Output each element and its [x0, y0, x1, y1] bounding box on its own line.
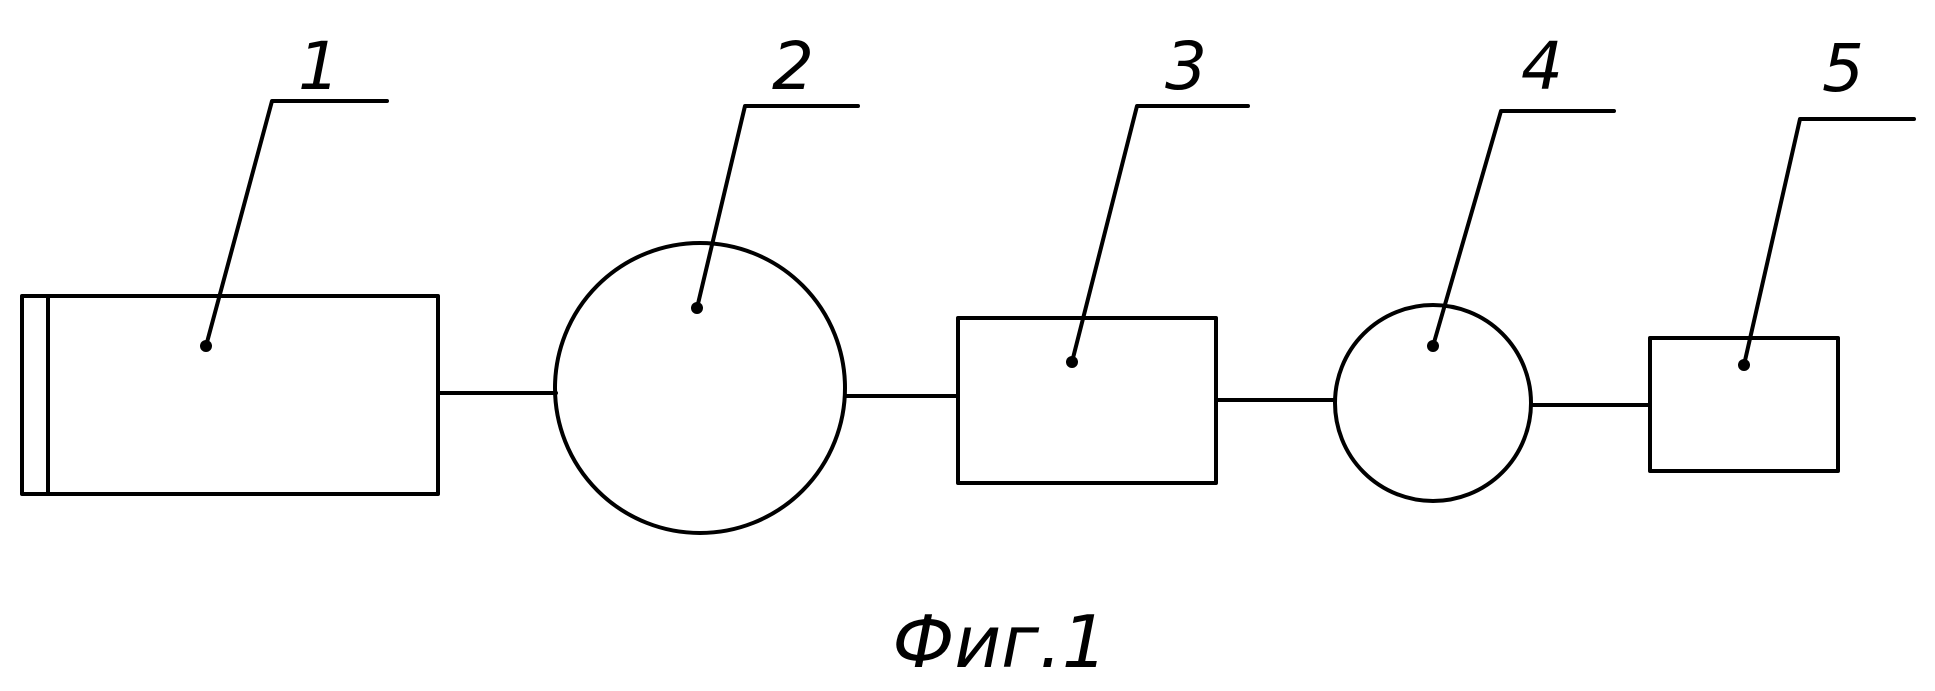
component-5: 5	[1650, 30, 1914, 471]
component-2-label: 2	[772, 28, 814, 105]
component-3-label: 3	[1165, 28, 1207, 105]
figure-caption: Фиг.1	[892, 600, 1107, 684]
component-2: 2	[555, 28, 858, 533]
component-5-leader-line	[1744, 119, 1914, 365]
component-2-body	[555, 243, 845, 533]
component-1-body	[22, 296, 438, 494]
component-1-leader-line	[206, 101, 387, 346]
component-3-body	[958, 318, 1216, 483]
component-2-leader-line	[697, 106, 858, 308]
component-4-body	[1335, 305, 1531, 501]
component-1: 1	[22, 28, 438, 494]
component-4-label: 4	[1521, 28, 1563, 105]
component-3: 3	[958, 28, 1248, 483]
component-4: 4	[1335, 28, 1614, 501]
component-3-leader-line	[1072, 106, 1248, 362]
component-1-label: 1	[298, 28, 340, 105]
component-5-label: 5	[1822, 30, 1864, 107]
